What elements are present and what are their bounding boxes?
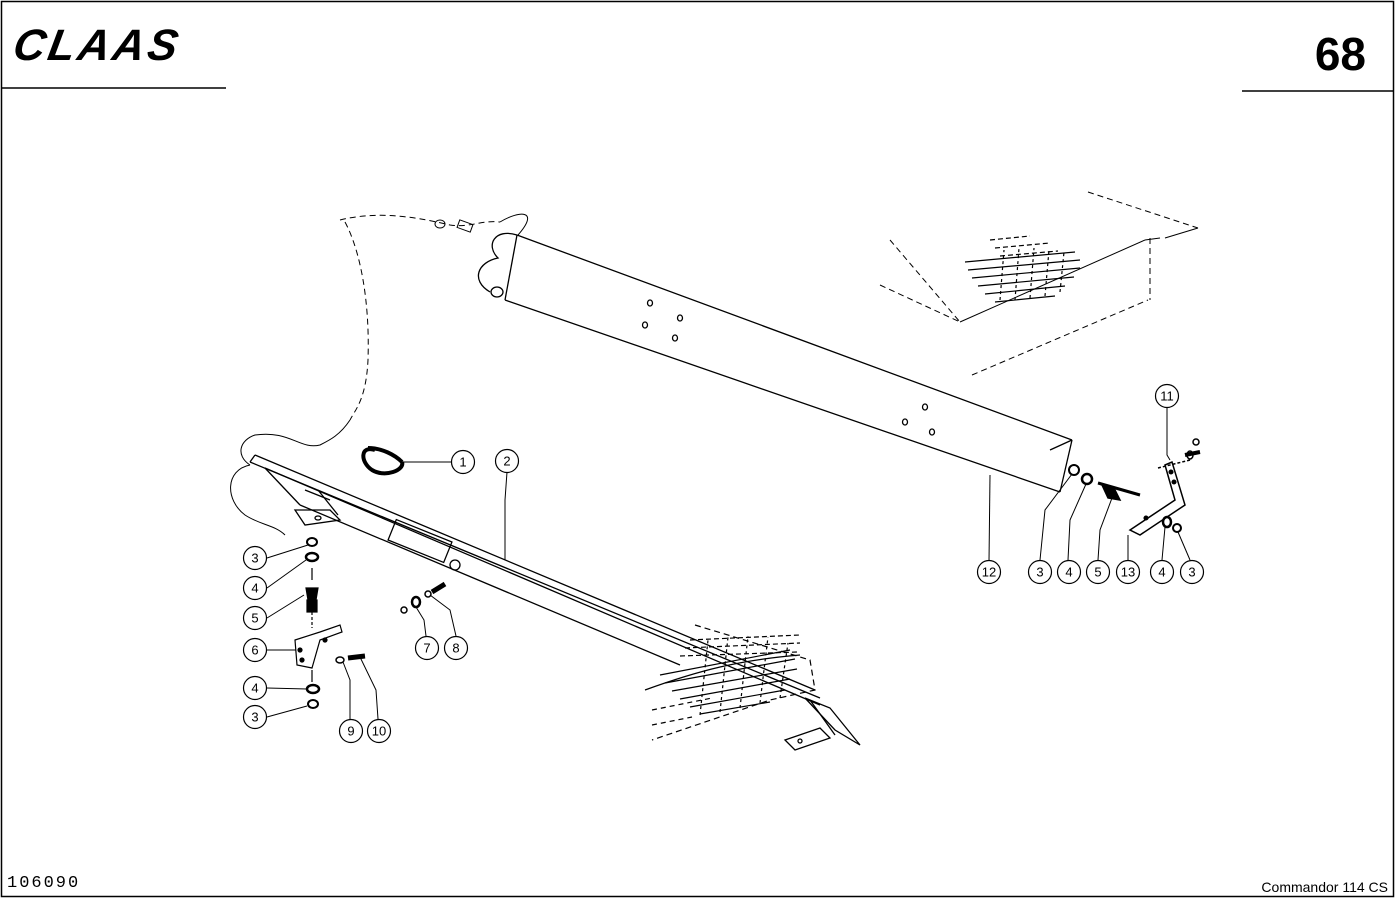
svg-text:10: 10 [372,724,386,739]
callout-11: 11 [1154,383,1180,409]
svg-text:1: 1 [459,455,466,470]
svg-text:5: 5 [1094,565,1101,580]
callout-10: 10 [366,718,392,744]
callout-5: 5 [242,605,268,631]
callout-3: 3 [242,704,268,730]
callout-13: 13 [1115,559,1141,585]
bolt-nut-7-8 [400,581,447,614]
page-number: 68 [1315,28,1366,80]
callout-5: 5 [1085,559,1111,585]
upper-rail [477,232,1073,493]
svg-text:8: 8 [452,641,459,656]
callout-12: 12 [976,559,1002,585]
svg-text:9: 9 [347,724,354,739]
svg-text:4: 4 [251,681,258,696]
svg-text:2: 2 [503,454,510,469]
svg-text:4: 4 [251,581,258,596]
svg-text:12: 12 [982,565,996,580]
drawing-number: 106090 [7,874,80,893]
callout-4: 4 [242,675,268,701]
callout-3: 3 [1027,559,1053,585]
callout-7: 7 [414,635,440,661]
svg-text:4: 4 [1158,565,1165,580]
callout-8: 8 [443,635,469,661]
upper-platform [879,191,1199,376]
callout-6: 6 [242,637,268,663]
svg-text:7: 7 [423,641,430,656]
svg-text:6: 6 [251,643,258,658]
hose-line [230,213,529,536]
brand-logo: CLAAS [10,21,185,70]
svg-text:3: 3 [251,710,258,725]
right-hardware-stack [1068,438,1201,536]
svg-text:3: 3 [1036,565,1043,580]
callout-9: 9 [338,718,364,744]
svg-text:4: 4 [1065,565,1072,580]
upper-tread-pattern [964,235,1081,303]
callout-3: 3 [242,545,268,571]
svg-text:13: 13 [1121,565,1135,580]
left-hardware-stack [294,537,366,709]
callout-2: 2 [494,448,520,474]
callout-1: 1 [450,449,476,475]
lower-beam [249,454,861,751]
callout-3: 3 [1179,559,1205,585]
svg-text:5: 5 [251,611,258,626]
callout-group: 1 2 3 4 5 6 4 3 9 10 7 8 12 3 4 5 13 4 3… [242,383,1205,744]
callout-4: 4 [242,575,268,601]
svg-text:3: 3 [251,551,258,566]
callout-4: 4 [1056,559,1082,585]
svg-text:11: 11 [1160,389,1174,404]
clip-part [361,446,405,476]
leader-lines [266,407,1191,720]
callout-4: 4 [1149,559,1175,585]
svg-text:3: 3 [1188,565,1195,580]
lower-step-plate [644,624,816,741]
model-name: Commandor 114 CS [1261,879,1388,895]
